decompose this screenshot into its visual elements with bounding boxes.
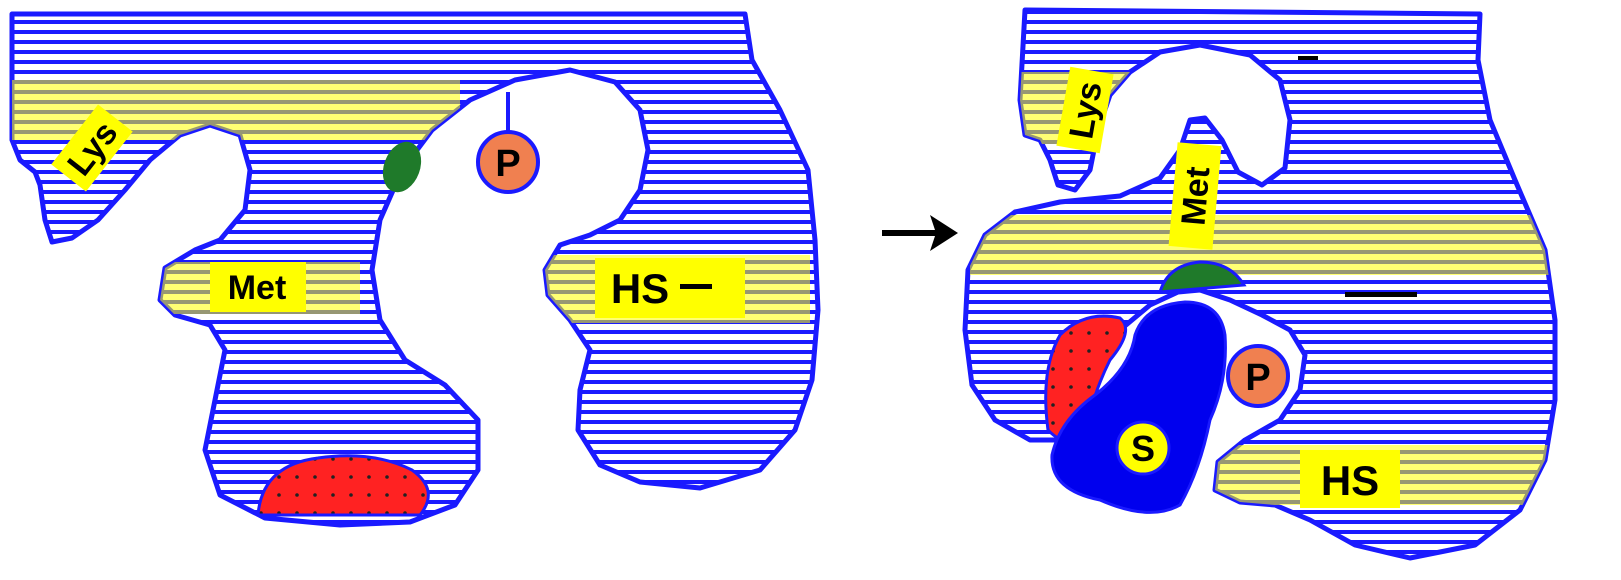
right-met-label: Met [1175, 165, 1218, 227]
right-p-label: P [1245, 357, 1270, 399]
right-enzyme: Lys Met S P HS [965, 10, 1570, 558]
right-hs-label: HS [1321, 457, 1379, 504]
right-mid-band [970, 215, 1570, 275]
p-label: P [495, 143, 520, 185]
left-enzyme: Lys Met HS P [0, 14, 818, 525]
right-top-dash-mark [1298, 56, 1318, 60]
right-met-label-group: Met [1169, 142, 1222, 249]
hs-bond-dash [680, 284, 712, 289]
hs-label: HS [611, 265, 669, 312]
lys-band [0, 80, 460, 140]
met-label: Met [228, 269, 287, 307]
right-dash-mark [1345, 292, 1417, 297]
s-label: S [1131, 428, 1155, 469]
transition-arrow [882, 215, 958, 251]
